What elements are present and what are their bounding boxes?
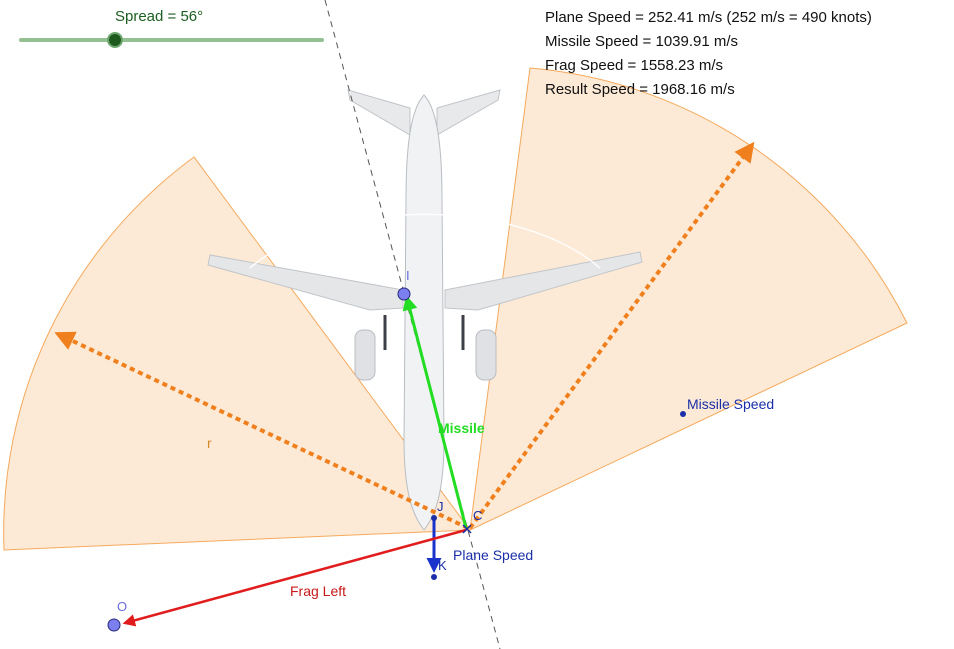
direction-axis-line xyxy=(324,0,501,649)
label-r: r xyxy=(207,435,212,451)
label-missile: Missile xyxy=(438,420,485,436)
label-point-k: K xyxy=(438,558,447,573)
frag-direction-arrow-left xyxy=(54,331,469,530)
missile-vector xyxy=(402,295,468,529)
label-plane-speed: Plane Speed xyxy=(453,547,533,563)
label-missile-speed: Missile Speed xyxy=(687,396,774,412)
readout-result-speed: Result Speed = 1968.16 m/s xyxy=(545,81,735,98)
point-i[interactable] xyxy=(397,287,411,301)
frag-sector-right xyxy=(469,67,908,531)
point-c-marker[interactable] xyxy=(462,524,472,534)
label-point-i: I xyxy=(406,268,410,283)
label-point-o: O xyxy=(117,599,127,614)
point-o[interactable] xyxy=(107,618,121,632)
point-k[interactable] xyxy=(431,574,437,580)
label-point-c: C xyxy=(473,508,482,523)
spread-slider-knob[interactable] xyxy=(107,32,123,48)
point-j[interactable] xyxy=(431,515,437,521)
frag-sector-left xyxy=(3,156,471,551)
airplane-icon xyxy=(207,89,643,531)
spread-slider-track[interactable] xyxy=(19,38,324,42)
point-missile-speed[interactable] xyxy=(680,411,686,417)
label-frag-left: Frag Left xyxy=(290,583,346,599)
readout-missile-speed: Missile Speed = 1039.91 m/s xyxy=(545,33,739,50)
readout-frag-speed: Frag Speed = 1558.23 m/s xyxy=(545,57,724,74)
spread-slider-label: Spread = 56° xyxy=(115,8,204,25)
frag-left-vector xyxy=(122,528,467,627)
readout-plane-speed: Plane Speed = 252.41 m/s (252 m/s = 490 … xyxy=(545,9,872,26)
label-point-j: J xyxy=(437,499,444,514)
frag-direction-arrow-right xyxy=(468,141,755,530)
